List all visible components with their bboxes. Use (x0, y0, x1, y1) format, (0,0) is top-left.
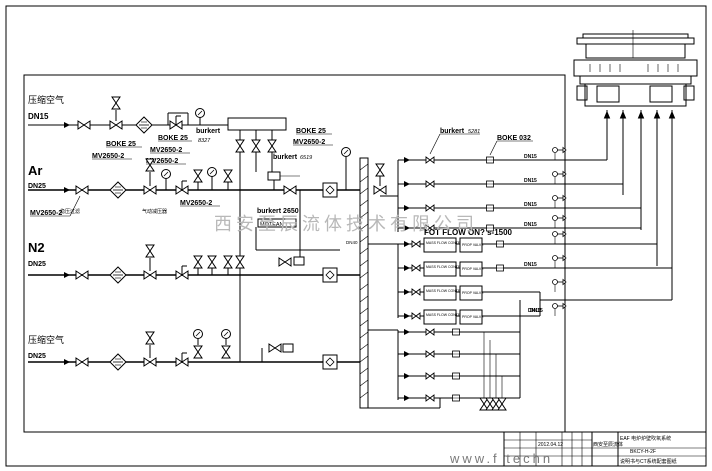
title-block: 2012.04.12 西安至辰流体 EAF 电炉炉壁吹氧系统 BKCY-H-2F… (503, 431, 707, 467)
drawing-frame (5, 5, 707, 467)
label-burkert-top: burkert (196, 128, 221, 135)
inlet-air-top-size: DN15 (28, 112, 49, 121)
title-block-date: 2012.04.12 (538, 442, 563, 448)
label-burkert-2650-sub: MOTEAN (260, 222, 284, 228)
label-mv2650-d: MV2650-2 (293, 139, 325, 146)
label-mv2650-left: MV2650-2 (30, 210, 62, 217)
ar-main-valve (283, 185, 297, 195)
ar-component-labels: BOKE 25 MV2650-2 BOKE 25 MV2650-2 MV2650… (92, 128, 333, 207)
title-block-note: 说明书与CT系统配套图纸 (620, 458, 677, 465)
inlet-ar-name: Ar (28, 163, 42, 178)
air-top-regulator (169, 115, 183, 130)
title-block-company: 西安至辰流体 (593, 441, 623, 448)
inlet-air-top-name: 压缩空气 (28, 94, 64, 106)
label-mv2650-a: MV2650-2 (92, 153, 124, 160)
burkert-2650-group: burkert 2650 MOTEAN (255, 208, 340, 267)
inlet-ar: Ar DN25 稳压过滤 气动减压器 MV2650-2 (28, 147, 360, 217)
label-burkert-top-code: 8327 (198, 138, 211, 144)
branch-size-1: DN15 (524, 154, 537, 160)
mfc-2-label: MASS FLOW CONTROLLER (426, 265, 472, 269)
right-section-labels: burkert 5281 BOKE 032 FOT FLOW ON? s-150… (424, 128, 533, 237)
mfc-1-valve: PROP VALVE (462, 243, 484, 247)
air-top-ball-valve (77, 120, 91, 130)
branch-size-mid-a: DN15 (524, 262, 537, 268)
label-regulator: 气动减压器 (142, 208, 167, 215)
air-top-manifold (227, 117, 287, 131)
lower-branches: DN15 (368, 300, 543, 411)
label-mv2650-c: MV2650-2 (146, 158, 178, 165)
furnace-vessel (573, 30, 698, 107)
distribution-header: DN40 (346, 157, 387, 409)
label-burkert-mid: burkert (273, 154, 298, 161)
label-burkert-mid-code: 6519 (300, 155, 312, 161)
inlet-ar-size: DN25 (28, 183, 46, 190)
label-mv2650-e: MV2650-2 (180, 200, 212, 207)
mfc-2-valve: PROP VALVE (462, 267, 484, 271)
mfc-4-valve: PROP VALVE (462, 315, 484, 319)
mfc-4-label: MASS FLOW CONTROLLER (426, 313, 472, 317)
upper-branches: DN15 DN15 DN15 DN15 (380, 147, 642, 232)
inlet-air-top: 压缩空气 DN15 (28, 94, 287, 190)
branch-size-mid-b: DN15 (528, 308, 541, 314)
inlet-air-bottom: 压缩空气 DN25 (28, 329, 360, 371)
inlet-n2-name: N2 (28, 240, 45, 255)
inlet-air-bottom-size: DN25 (28, 353, 46, 360)
label-burkert-2650: burkert 2650 (257, 208, 299, 215)
label-boke25-b: BOKE 25 (158, 135, 188, 142)
air-top-filter (135, 116, 153, 134)
inlet-air-bottom-name: 压缩空气 (28, 334, 64, 346)
label-boke032: BOKE 032 (497, 135, 531, 142)
label-fot-flow: FOT FLOW ON? s-1500 (424, 228, 513, 237)
branch-size-lower: DN15 (530, 308, 543, 314)
inlet-n2: N2 DN25 (28, 240, 360, 284)
label-burkert-right-code: 5281 (468, 129, 480, 135)
inlet-n2-size: DN25 (28, 261, 46, 268)
air-top-solenoid-valve (109, 120, 123, 130)
label-filter: 稳压过滤 (60, 208, 80, 215)
branch-size-3: DN15 (524, 202, 537, 208)
label-manifold: DN40 (346, 240, 358, 245)
furnace-feed-lines (604, 110, 675, 300)
branch-size-4: DN15 (524, 222, 537, 228)
branch-size-2: DN15 (524, 178, 537, 184)
title-block-drawing-no: BKCY-H-2F (630, 449, 656, 455)
label-boke25-c: BOKE 25 (296, 128, 326, 135)
mfc-rows: MASS FLOW CONTROLLER PROP VALVE MASS FLO… (368, 231, 672, 325)
mfc-3-valve: PROP VALVE (462, 291, 484, 295)
title-block-system: EAF 电炉炉壁吹氧系统 (620, 435, 671, 442)
website-watermark: www.f techn (449, 451, 553, 466)
mfc-1-label: MASS FLOW CONTROLLER (426, 241, 472, 245)
watermark: 西安至辰流体技术有限公司 (214, 214, 478, 235)
label-burkert-right: burkert (440, 128, 465, 135)
mfc-3-label: MASS FLOW CONTROLLER (426, 289, 472, 293)
label-boke25-a: BOKE 25 (106, 141, 136, 148)
label-mv2650-b: MV2650-2 (150, 147, 182, 154)
